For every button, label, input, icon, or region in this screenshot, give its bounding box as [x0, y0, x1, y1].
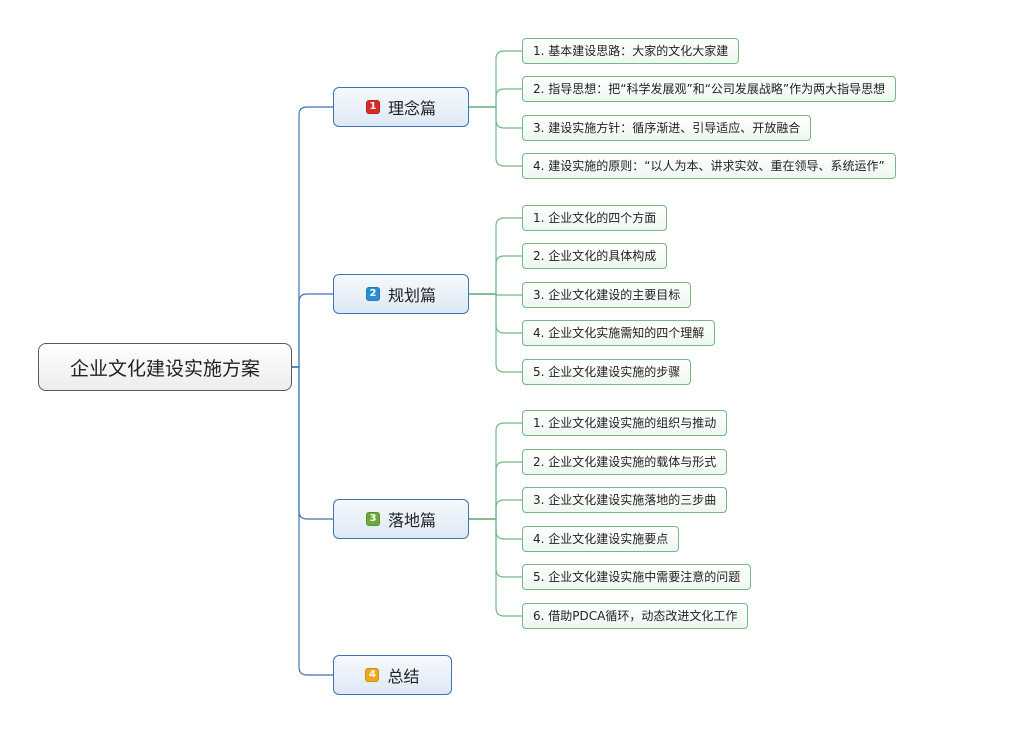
connector-branch-leaf	[469, 518, 522, 617]
root-topic-label: 企业文化建设实施方案	[69, 357, 260, 380]
priority-2-icon: 2	[365, 287, 380, 301]
subtopic-item[interactable]: 1. 基本建设思路：大家的文化大家建	[522, 38, 740, 64]
connector-branch-leaf	[469, 293, 522, 373]
connector-root-branch	[292, 366, 333, 520]
root-topic[interactable]: 企业文化建设实施方案	[38, 343, 292, 391]
subtopic-item[interactable]: 5. 企业文化建设实施的步骤	[522, 359, 692, 385]
branch-topic-concept[interactable]: 1 理念篇	[333, 87, 469, 127]
priority-3-icon: 3	[365, 512, 380, 526]
connector-root-branch	[292, 366, 333, 676]
subtopic-item[interactable]: 6. 借助PDCA循环，动态改进文化工作	[522, 603, 749, 629]
priority-1-icon: 1	[365, 100, 380, 114]
connector-branch-leaf	[469, 106, 522, 167]
subtopic-item[interactable]: 1. 企业文化建设实施的组织与推动	[522, 410, 728, 436]
connector-branch-leaf	[469, 422, 522, 520]
branch-label: 理念篇	[387, 99, 436, 118]
subtopic-item[interactable]: 3. 建设实施方针：循序渐进、引导适应、开放融合	[522, 115, 812, 141]
branch-label: 落地篇	[387, 511, 436, 530]
connector-branch-leaf	[469, 461, 522, 520]
subtopic-item[interactable]: 2. 企业文化建设实施的载体与形式	[522, 449, 728, 475]
subtopic-item[interactable]: 3. 企业文化建设实施落地的三步曲	[522, 487, 728, 513]
priority-4-icon: 4	[365, 668, 380, 682]
branch-topic-summary[interactable]: 4 总结	[333, 655, 452, 695]
connector-root-branch	[292, 293, 333, 368]
subtopic-item[interactable]: 3. 企业文化建设的主要目标	[522, 282, 692, 308]
connector-branch-leaf	[469, 255, 522, 295]
subtopic-item[interactable]: 4. 企业文化实施需知的四个理解	[522, 320, 716, 346]
subtopic-item[interactable]: 1. 企业文化的四个方面	[522, 205, 668, 231]
connector-branch-leaf	[469, 50, 522, 108]
branch-topic-planning[interactable]: 2 规划篇	[333, 274, 469, 314]
branch-label: 总结	[387, 667, 420, 686]
subtopic-item[interactable]: 5. 企业文化建设实施中需要注意的问题	[522, 564, 752, 590]
subtopic-item[interactable]: 4. 企业文化建设实施要点	[522, 526, 680, 552]
subtopic-item[interactable]: 2. 企业文化的具体构成	[522, 243, 668, 269]
subtopic-item[interactable]: 4. 建设实施的原则：“以人为本、讲求实效、重在领导、系统运作”	[522, 153, 896, 179]
branch-topic-implementation[interactable]: 3 落地篇	[333, 499, 469, 539]
connector-branch-leaf	[469, 499, 522, 520]
connector-root-branch	[292, 106, 333, 368]
connector-branch-leaf	[469, 217, 522, 295]
subtopic-item[interactable]: 2. 指导思想：把“科学发展观”和“公司发展战略”作为两大指导思想	[522, 76, 897, 102]
connector-branch-leaf	[469, 88, 522, 108]
branch-label: 规划篇	[387, 286, 436, 305]
